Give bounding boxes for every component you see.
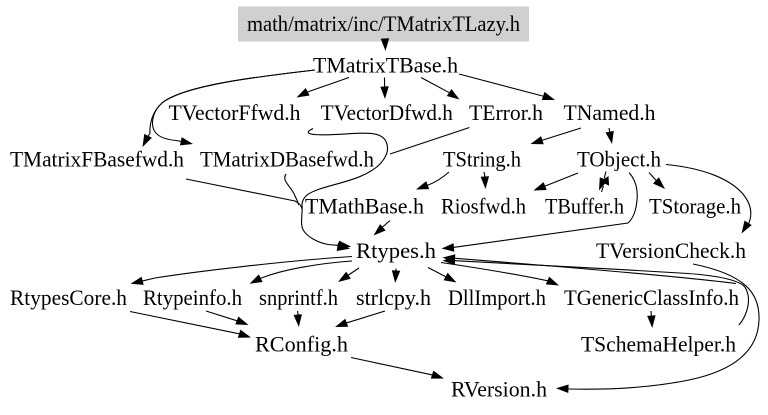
- svg-text:TString.h: TString.h: [443, 147, 521, 172]
- svg-text:RVersion.h: RVersion.h: [451, 377, 547, 402]
- svg-text:TGenericClassInfo.h: TGenericClassInfo.h: [564, 285, 739, 310]
- svg-text:TError.h: TError.h: [469, 100, 543, 125]
- svg-text:TVersionCheck.h: TVersionCheck.h: [596, 238, 746, 263]
- svg-text:TBuffer.h: TBuffer.h: [545, 194, 624, 219]
- svg-text:RtypesCore.h: RtypesCore.h: [10, 285, 127, 310]
- svg-text:DllImport.h: DllImport.h: [448, 285, 546, 310]
- svg-text:Rtypes.h: Rtypes.h: [356, 238, 436, 263]
- svg-text:Riosfwd.h: Riosfwd.h: [441, 194, 526, 219]
- svg-text:TMatrixDBasefwd.h: TMatrixDBasefwd.h: [200, 147, 374, 172]
- svg-text:RConfig.h: RConfig.h: [255, 332, 348, 357]
- svg-text:TMatrixFBasefwd.h: TMatrixFBasefwd.h: [10, 147, 184, 172]
- svg-text:TVectorFfwd.h: TVectorFfwd.h: [169, 100, 301, 125]
- svg-text:TObject.h: TObject.h: [577, 147, 661, 172]
- svg-text:math/matrix/inc/TMatrixTLazy.h: math/matrix/inc/TMatrixTLazy.h: [247, 11, 520, 36]
- svg-text:TNamed.h: TNamed.h: [564, 100, 656, 125]
- svg-text:TMatrixTBase.h: TMatrixTBase.h: [313, 53, 458, 78]
- svg-text:snprintf.h: snprintf.h: [259, 285, 338, 310]
- svg-text:TVectorDfwd.h: TVectorDfwd.h: [321, 100, 453, 125]
- svg-text:Rtypeinfo.h: Rtypeinfo.h: [143, 285, 242, 310]
- svg-text:TSchemaHelper.h: TSchemaHelper.h: [581, 332, 736, 357]
- svg-text:TMathBase.h: TMathBase.h: [305, 194, 424, 219]
- svg-text:strlcpy.h: strlcpy.h: [356, 285, 431, 310]
- svg-text:TStorage.h: TStorage.h: [649, 194, 741, 219]
